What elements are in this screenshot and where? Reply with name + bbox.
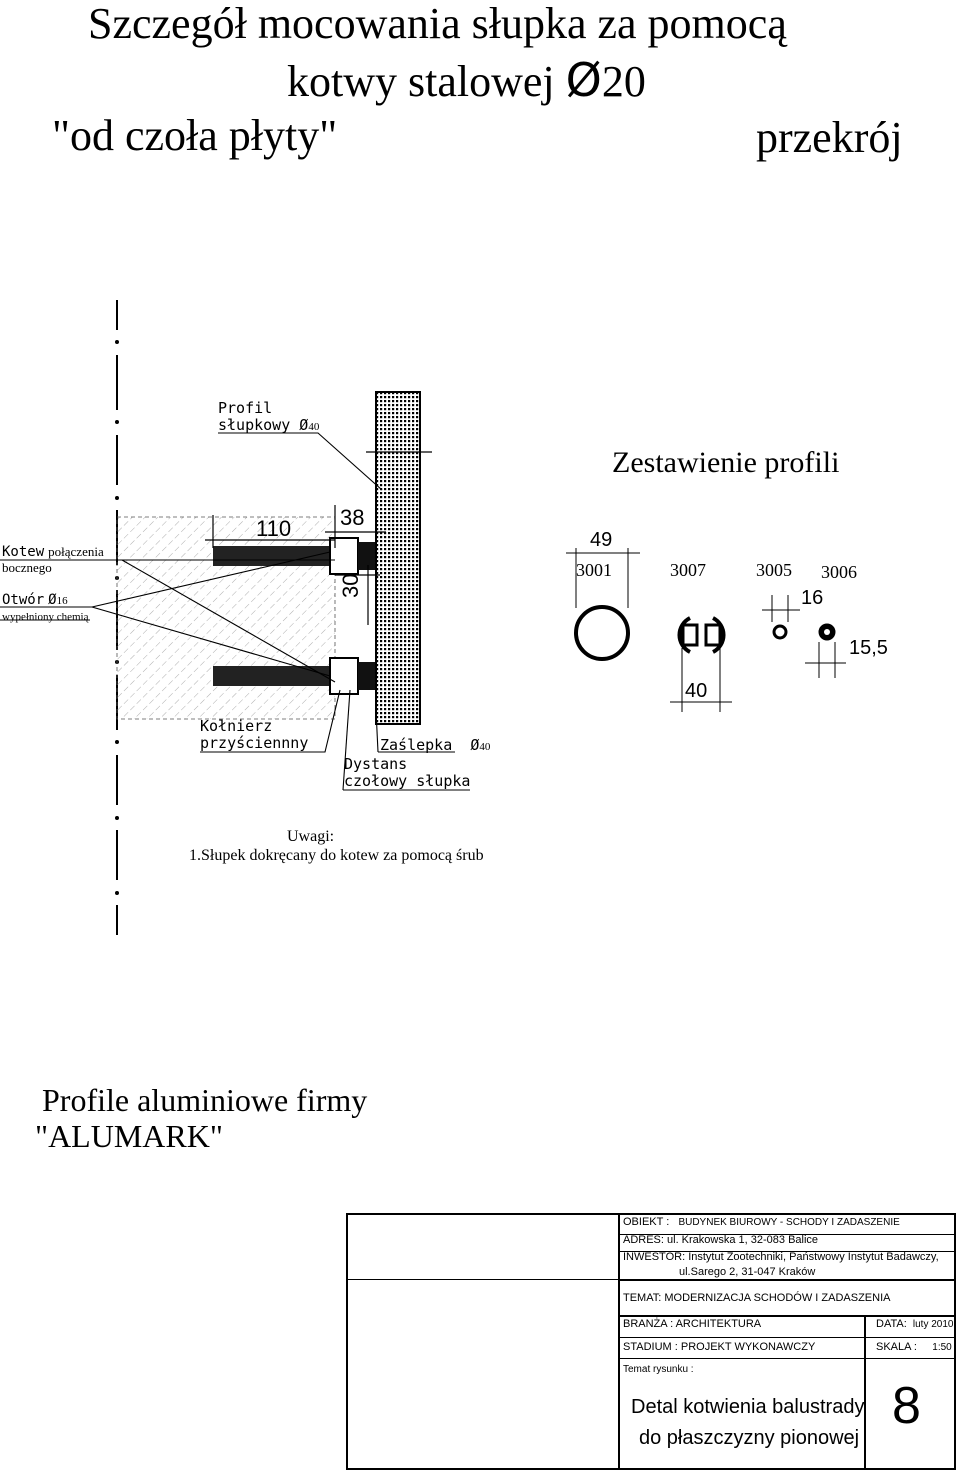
notes-item-1: 1.Słupek dokręcany do kotew za pomocą śr… bbox=[189, 847, 484, 864]
label-otwor-word: Otwór bbox=[2, 592, 45, 608]
label-kotew: Kotew połączenia bocznego bbox=[2, 544, 104, 576]
tb-data-label: DATA: bbox=[876, 1318, 907, 1330]
label-profil-diameter: 40 bbox=[308, 421, 320, 433]
label-profil-text: słupkowy bbox=[218, 416, 291, 434]
tb-adres: ADRES: ul. Krakowska 1, 32-083 Balice bbox=[623, 1234, 819, 1246]
label-kolnierz: Kołnierz przyściennny bbox=[200, 718, 308, 752]
diameter-symbol: Ø bbox=[299, 416, 309, 434]
profile-code-3001: 3001 bbox=[576, 560, 612, 580]
label-kotew-line-2: bocznego bbox=[2, 560, 52, 575]
profile-code-3007: 3007 bbox=[670, 560, 706, 580]
tb-temat-rysunku-label: Temat rysunku : bbox=[623, 1364, 694, 1375]
title-line-2-value: 20 bbox=[601, 57, 646, 106]
dim-30-label: 30 bbox=[338, 573, 363, 598]
title-block-left-rule bbox=[348, 1279, 618, 1280]
diameter-symbol: Ø bbox=[470, 736, 480, 754]
tb-sheet-number: 8 bbox=[892, 1377, 921, 1435]
title-block-left-panel bbox=[348, 1215, 620, 1468]
dimension-30 bbox=[335, 565, 380, 625]
label-otwor-line-2: wypełniony chemią bbox=[2, 611, 89, 623]
label-zaslepka-word: Zaślepka bbox=[380, 736, 453, 754]
profile-3007-drawing bbox=[670, 616, 732, 712]
tb-stadium: STADIUM : PROJEKT WYKONAWCZY bbox=[623, 1341, 816, 1353]
notes-label: Uwagi: bbox=[287, 828, 335, 845]
label-otwor-line-1: Otwór Ø16 bbox=[2, 592, 88, 609]
profile-3001-drawing bbox=[566, 548, 640, 661]
anchor-detail-drawing bbox=[0, 300, 846, 935]
leader-lines bbox=[0, 432, 470, 791]
tb-temat: TEMAT: MODERNIZACJA SCHODÓW I ZADASZENIA bbox=[623, 1292, 891, 1304]
dim-40-label: 40 bbox=[685, 680, 708, 702]
label-kolnierz-line-1: Kołnierz bbox=[200, 717, 273, 735]
upper-spacer bbox=[358, 542, 376, 570]
lower-anchor-collar bbox=[329, 657, 359, 695]
label-dystans-line-1: Dystans bbox=[344, 755, 408, 773]
profile-code-3006: 3006 bbox=[821, 562, 857, 582]
lower-anchor bbox=[213, 666, 363, 686]
label-dystans: Dystans czołowy słupka bbox=[344, 756, 470, 790]
diameter-symbol: Ø bbox=[48, 592, 57, 608]
dimension-post bbox=[366, 440, 432, 465]
tb-skala-label: SKALA : bbox=[876, 1341, 917, 1353]
upper-anchor bbox=[213, 546, 363, 566]
tb-temat-rysunku-1: Detal kotwienia balustrady bbox=[631, 1396, 865, 1418]
dim-49-label: 49 bbox=[590, 529, 613, 551]
label-profil-line-2: słupkowy Ø40 bbox=[218, 417, 319, 436]
tb-inwestor-1: INWESTOR: Instytut Zootechniki, Państwow… bbox=[623, 1251, 939, 1263]
title-line-2-text: kotwy stalowej bbox=[287, 57, 566, 106]
manufacturer-line-1: Profile aluminiowe firmy bbox=[42, 1082, 368, 1118]
tb-obiekt-value: BUDYNEK BIUROWY - SCHODY I ZADASZENIE bbox=[678, 1217, 900, 1228]
label-kotew-connection: połączenia bbox=[48, 544, 104, 559]
label-otwor: Otwór Ø16 wypełniony chemią bbox=[2, 592, 88, 625]
label-zaslepka-diameter: 40 bbox=[479, 741, 491, 753]
profile-3005-drawing bbox=[762, 595, 800, 640]
profile-3006-drawing bbox=[805, 623, 846, 678]
tb-branza: BRANŻA : ARCHITEKTURA bbox=[623, 1318, 762, 1330]
tb-skala-value: 1:50 bbox=[932, 1342, 952, 1353]
tb-data: DATA: luty 2010 bbox=[876, 1318, 953, 1330]
profiles-heading: Zestawienie profili bbox=[612, 446, 840, 479]
tb-inwestor-2: ul.Sarego 2, 31-047 Kraków bbox=[679, 1266, 816, 1278]
tb-obiekt: OBIEKT : BUDYNEK BIUROWY - SCHODY I ZADA… bbox=[623, 1216, 900, 1228]
title-line-2: kotwy stalowej Ø20 bbox=[287, 56, 646, 106]
section-label: przekrój bbox=[756, 113, 903, 162]
label-profil: Profil słupkowy Ø40 bbox=[218, 400, 319, 436]
tb-obiekt-label: OBIEKT : bbox=[623, 1216, 670, 1228]
post-profile bbox=[375, 391, 421, 725]
manufacturer-line-2: "ALUMARK" bbox=[35, 1118, 223, 1154]
upper-anchor-collar bbox=[329, 537, 359, 575]
title-block bbox=[346, 1213, 956, 1470]
label-dystans-line-2: czołowy słupka bbox=[344, 772, 471, 790]
label-zaslepka: Zaślepka Ø40 bbox=[380, 736, 490, 754]
dim-110-label: 110 bbox=[256, 516, 292, 541]
dimension-110 bbox=[205, 515, 335, 548]
dim-38-label: 38 bbox=[340, 505, 365, 530]
tb-skala: SKALA : 1:50 bbox=[876, 1341, 952, 1353]
label-kolnierz-line-2: przyściennny bbox=[200, 734, 309, 752]
diameter-symbol: Ø bbox=[565, 53, 602, 107]
label-profil-line-1: Profil bbox=[218, 399, 273, 417]
profile-code-3005: 3005 bbox=[756, 560, 792, 580]
title-line-3: "od czoła płyty" bbox=[52, 111, 338, 160]
tb-data-value: luty 2010 bbox=[912, 1319, 954, 1330]
title-line-1: Szczegół mocowania słupka za pomocą bbox=[88, 0, 787, 48]
label-kotew-word: Kotew bbox=[2, 544, 45, 560]
lower-spacer bbox=[358, 662, 376, 690]
dim-155-label: 15,5 bbox=[849, 637, 888, 659]
dim-16-label: 16 bbox=[801, 587, 824, 609]
label-kotew-line-1: Kotew połączenia bbox=[2, 544, 104, 560]
dimension-38 bbox=[325, 505, 386, 548]
tb-temat-rysunku-2: do płaszczyzny pionowej bbox=[639, 1427, 860, 1449]
label-otwor-diameter: 16 bbox=[56, 595, 68, 607]
